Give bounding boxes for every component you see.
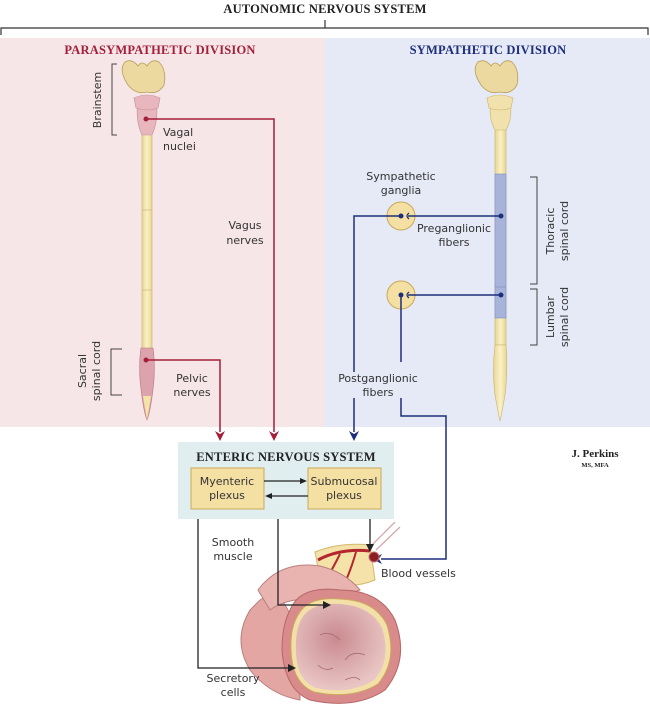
vagus-nerves-label-2: nerves (226, 234, 264, 247)
secretory-cells-line (197, 519, 290, 669)
vagal-nuclei-label-2: nuclei (163, 140, 196, 153)
thoracic-synapse (406, 212, 410, 220)
intestine-illustration (240, 521, 402, 704)
postganglionic-label-1: Postganglionic (338, 372, 418, 385)
vagus-nerves-label-1: Vagus (228, 219, 261, 232)
sacral-label-2: spinal cord (90, 341, 103, 401)
credit-name: J. Perkins (571, 448, 619, 460)
smooth-muscle-arrowhead (323, 601, 331, 609)
pelvic-nerve-line (146, 359, 221, 432)
secretory-cells-label-2: cells (221, 686, 246, 699)
sympathetic-ganglia-label-1: Sympathetic (366, 170, 435, 183)
thoracic-bracket (530, 176, 538, 285)
myenteric-label-1: Myenteric (200, 475, 254, 488)
postganglionic-line-enteric (353, 215, 401, 432)
secretory-cells-label-1: Secretory (207, 672, 260, 685)
thoracic-label-1: Thoracic (544, 208, 557, 256)
submucosal-label-2: plexus (326, 489, 362, 502)
myenteric-to-submucosal-arrowhead (300, 478, 307, 484)
myenteric-plexus-box (190, 467, 265, 510)
smooth-muscle-label-2: muscle (213, 550, 253, 563)
submucosal-to-myenteric-arrowhead (265, 493, 272, 499)
myenteric-label-2: plexus (209, 489, 245, 502)
blood-vessels-label: Blood vessels (381, 567, 456, 580)
lumbar-synapse (406, 291, 410, 299)
brainstem-label: Brainstem (91, 72, 104, 128)
vagus-arrowhead (269, 431, 279, 441)
lumbar-label-1: Lumbar (544, 296, 557, 338)
pelvic-nerves-label-1: Pelvic (176, 372, 208, 385)
pelvic-nerves-label-2: nerves (173, 386, 211, 399)
sympathetic-panel (325, 38, 650, 427)
parasympathetic-heading: PARASYMPATHETIC DIVISION (64, 43, 255, 57)
preganglionic-label-2: fibers (439, 236, 470, 249)
pelvic-arrowhead (215, 431, 225, 441)
credit-degrees: MS, MFA (581, 462, 609, 469)
blood-vessel-enteric-arrowhead (366, 544, 374, 552)
sympathetic-heading: SYMPATHETIC DIVISION (410, 43, 567, 57)
postganglionic-line-vessels (381, 295, 447, 560)
thoracic-label-2: spinal cord (558, 201, 571, 261)
vagus-nerve-line (146, 118, 275, 432)
enteric-heading: ENTERIC NERVOUS SYSTEM (196, 450, 375, 464)
brainstem-bracket (111, 63, 117, 136)
postganglionic-label-2: fibers (363, 386, 394, 399)
sympathetic-ganglia-label-2: ganglia (381, 184, 422, 197)
secretory-cells-arrowhead (288, 664, 296, 672)
parasympathetic-brain-and-cord (121, 60, 166, 421)
lumbar-bracket (530, 288, 538, 346)
top-bracket (0, 20, 649, 35)
parasympathetic-panel (0, 38, 325, 427)
lumbar-label-2: spinal cord (558, 287, 571, 347)
smooth-muscle-line (277, 519, 325, 606)
preganglionic-label-1: Preganglionic (417, 222, 491, 235)
vagal-nuclei-label-1: Vagal (163, 126, 193, 139)
sacral-bracket (110, 348, 122, 396)
postganglionic-enteric-arrowhead (349, 431, 359, 441)
submucosal-plexus-box (307, 467, 382, 510)
submucosal-label-1: Submucosal (311, 475, 378, 488)
page-title: AUTONOMIC NERVOUS SYSTEM (223, 2, 426, 16)
sacral-label-1: Sacral (76, 354, 89, 388)
sympathetic-brain-and-cord (474, 60, 519, 422)
smooth-muscle-label-1: Smooth (212, 536, 254, 549)
